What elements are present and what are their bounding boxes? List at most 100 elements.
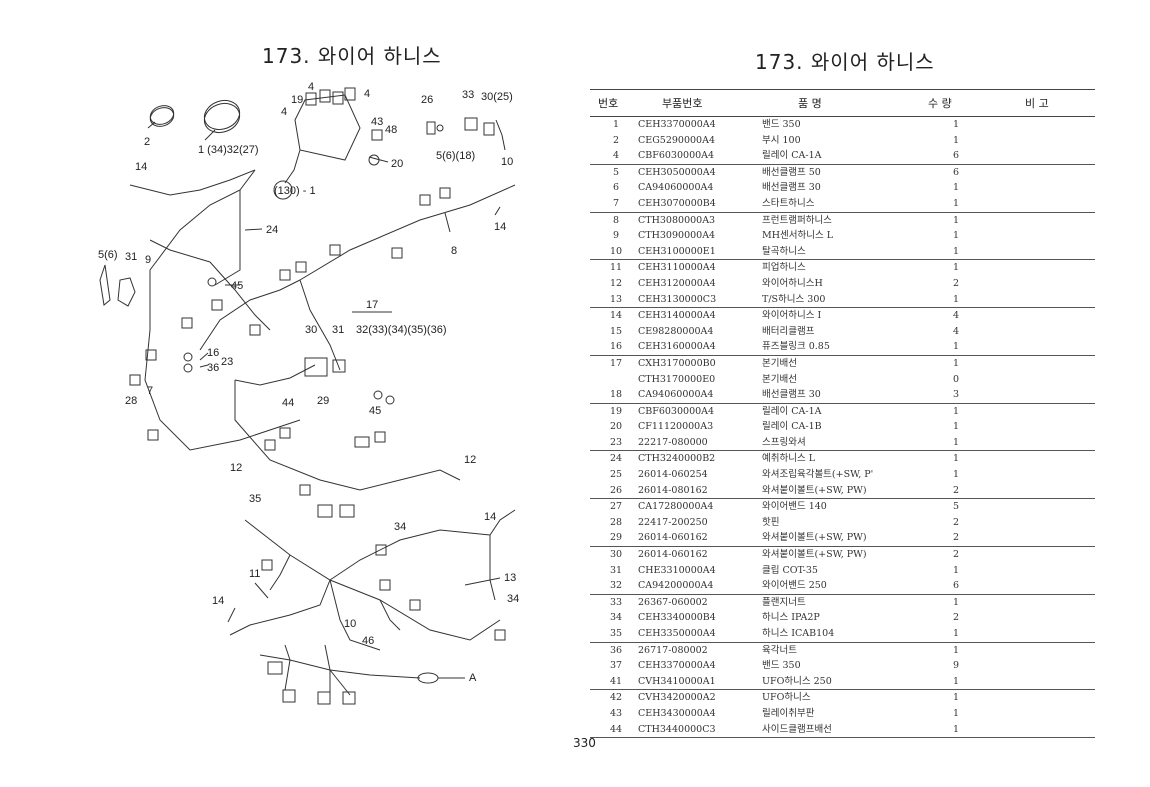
cell-part-name: 하니스 ICAB104 xyxy=(762,628,835,639)
callout-10: 10 xyxy=(501,156,513,168)
callout-9: 9 xyxy=(145,254,151,266)
cell-quantity: 1 xyxy=(952,436,960,448)
cell-quantity: 1 xyxy=(952,197,960,209)
cell-number: 32 xyxy=(609,580,623,592)
cell-part-number: CEG5290000A4 xyxy=(638,134,716,146)
cell-number: 36 xyxy=(609,644,623,656)
cell-part-number: 26014-060162 xyxy=(638,532,708,544)
callout-14b: 14 xyxy=(494,221,506,233)
cell-part-name: 피업하니스 xyxy=(762,262,806,274)
callout-17: 17 xyxy=(366,299,378,311)
cell-part-number: CEH3140000A4 xyxy=(638,310,716,322)
cell-part-name: 본기배선 xyxy=(762,373,797,385)
cell-number: 27 xyxy=(609,501,623,513)
callout-35: 35 xyxy=(249,493,261,505)
cell-part-number: CE98280000A4 xyxy=(638,325,714,337)
cell-quantity: 6 xyxy=(952,150,960,162)
cell-part-number: CEH3430000A4 xyxy=(638,707,716,719)
header-remarks: 비 고 xyxy=(1025,97,1049,110)
cell-part-name: 프런트램퍼하니스 xyxy=(762,214,832,226)
cell-number: 7 xyxy=(612,197,620,209)
cell-part-name: 와셔붙이볼트(+SW, PW) xyxy=(762,549,867,561)
cell-part-number: CVH3420000A2 xyxy=(638,692,716,704)
cell-part-number: CA94060000A4 xyxy=(638,389,714,401)
cell-part-number: CEH3160000A4 xyxy=(638,341,716,353)
callout-5b: 5(6) xyxy=(98,249,118,261)
callout-34a: 34 xyxy=(394,521,406,533)
cell-part-number: CEH3070000B4 xyxy=(638,197,716,209)
cell-quantity: 3 xyxy=(952,389,960,401)
cell-quantity: 6 xyxy=(952,166,960,178)
callout-1: 1 (34)32(27) xyxy=(198,144,259,156)
cell-part-number: CEH3370000A4 xyxy=(638,119,716,130)
callout-26: 26 xyxy=(421,94,433,106)
cell-number: 24 xyxy=(609,453,623,465)
cell-quantity: 0 xyxy=(952,373,960,385)
cell-quantity: 1 xyxy=(952,214,960,226)
cell-quantity: 1 xyxy=(952,119,960,130)
cell-quantity: 1 xyxy=(952,182,960,194)
callout-14c: 14 xyxy=(484,511,496,523)
cell-part-name: 본기배선 xyxy=(762,357,797,369)
cell-part-name: 릴레이 CA-1B xyxy=(762,421,822,433)
cell-number: 8 xyxy=(612,214,620,226)
callout-14d: 14 xyxy=(212,595,224,607)
cell-quantity: 2 xyxy=(952,612,960,624)
cell-part-name: UFO하니스 250 xyxy=(762,675,832,687)
cell-part-number: CTH3090000A4 xyxy=(638,230,716,242)
cell-number: 34 xyxy=(609,612,623,624)
header-number: 번호 xyxy=(598,97,619,110)
callout-12b: 12 xyxy=(464,454,476,466)
cell-part-number: CTH3080000A3 xyxy=(638,214,716,226)
cell-part-number: 26367-060002 xyxy=(638,596,708,608)
callout-30: 30(25) xyxy=(481,91,513,103)
cell-quantity: 1 xyxy=(952,230,960,242)
cell-number: 20 xyxy=(609,421,623,433)
callout-4a: 4 xyxy=(308,81,314,93)
wire-harness-exploded-diagram: 2 1 (34)32(27) 19 4 4 4 43 48 20 (130) -… xyxy=(98,81,519,705)
cell-part-name: 와셔붙이볼트(+SW, PW) xyxy=(762,484,867,496)
cell-part-number: CA94200000A4 xyxy=(638,580,714,592)
callout-2: 2 xyxy=(144,136,150,148)
cell-part-number: CA17280000A4 xyxy=(638,501,714,513)
cell-quantity: 1 xyxy=(952,675,960,687)
cell-quantity: 1 xyxy=(952,469,960,481)
callout-23: 23 xyxy=(221,356,233,368)
cell-number: 30 xyxy=(609,549,623,561)
cell-number: 16 xyxy=(609,341,623,353)
right-page-title: 173. 와이어 하니스 xyxy=(755,50,935,74)
cell-part-name: 탈곡하니스 xyxy=(762,245,806,257)
cell-part-name: 와셔붙이볼트(+SW, PW) xyxy=(762,532,867,544)
callout-34b: 34 xyxy=(507,593,519,605)
cell-part-number: CTH3170000E0 xyxy=(638,373,716,385)
callout-14a: 14 xyxy=(135,161,147,173)
cell-part-number: CTH3440000C3 xyxy=(638,723,716,735)
callout-24: 24 xyxy=(266,224,278,236)
cell-part-name: 하니스 IPA2P xyxy=(762,612,820,624)
cell-quantity: 1 xyxy=(952,564,960,576)
cell-quantity: 4 xyxy=(952,325,960,337)
cell-part-number: CHE3310000A4 xyxy=(638,564,716,576)
cell-quantity: 2 xyxy=(952,484,960,496)
callout-7: 7 xyxy=(147,385,153,397)
cell-part-name: 와이어밴드 140 xyxy=(762,501,827,513)
cell-part-name: 플랜지너트 xyxy=(762,596,806,608)
cell-part-number: CEH3050000A4 xyxy=(638,166,716,178)
cell-number: 13 xyxy=(609,293,623,305)
